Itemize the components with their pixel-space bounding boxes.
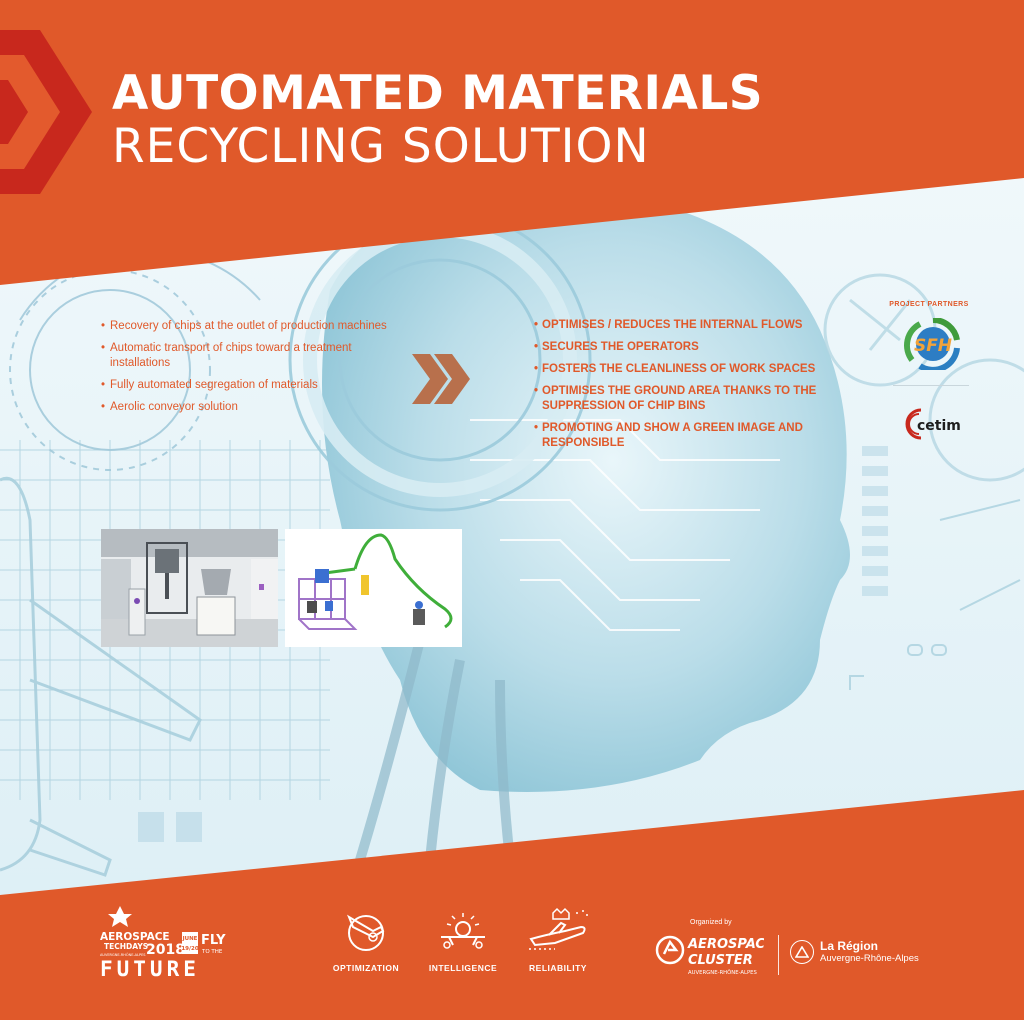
list-item: Recovery of chips at the outlet of produ… [101, 319, 391, 334]
cluster-line-1: AEROSPACE [687, 937, 764, 952]
sfh-logo: SFH [904, 318, 960, 370]
pillar-label: RELIABILITY [529, 963, 587, 973]
list-item: Automatic transport of chips toward a tr… [101, 341, 391, 371]
list-item: PROMOTING AND SHOW A GREEN IMAGE AND RES… [534, 421, 834, 451]
benefits-list: OPTIMISES / REDUCES THE INTERNAL FLOWS S… [534, 318, 834, 458]
plane-globe-icon [346, 914, 385, 951]
organized-by-label: Organized by [690, 919, 732, 926]
list-item: OPTIMISES THE GROUND AREA THANKS TO THE … [534, 384, 834, 414]
pillar-reliability: RELIABILITY [508, 905, 608, 973]
event-fly: FLY [201, 933, 226, 948]
sfh-text: SFH [914, 336, 952, 356]
list-item: FOSTERS THE CLEANLINESS OF WORK SPACES [534, 362, 834, 377]
brand-top: AEROSPACE [100, 931, 170, 943]
brand-tagline: AUVERGNE-RHÔNE-ALPES [100, 952, 146, 957]
cetim-logo: cetim [905, 408, 961, 440]
list-item: Fully automated segregation of materials [101, 378, 391, 393]
title-line-2: RECYCLING SOLUTION [112, 119, 650, 174]
double-chevron-icon [412, 354, 470, 404]
title-line-1: AUTOMATED MATERIALS [112, 66, 764, 121]
list-item: SECURES THE OPERATORS [534, 340, 834, 355]
plane-crown-icon [529, 907, 588, 950]
aerospace-cluster-logo: AEROSPACE CLUSTER AUVERGNE-RHÔNE-ALPES [655, 935, 764, 976]
event-month: JUNE [182, 936, 198, 942]
features-list: Recovery of chips at the outlet of produ… [101, 319, 391, 422]
pillar-optimization: OPTIMIZATION [316, 905, 416, 973]
aerospace-techdays-logo: AEROSPACE TECHDAYS AUVERGNE-RHÔNE-ALPES … [100, 906, 226, 980]
page-title: AUTOMATED MATERIALS RECYCLING SOLUTION [112, 70, 763, 170]
list-item: OPTIMISES / REDUCES THE INTERNAL FLOWS [534, 318, 834, 333]
brand-sub: TECHDAYS [104, 942, 148, 951]
region-sub: Auvergne-Rhône-Alpes [820, 953, 919, 964]
region-name: La Région [820, 939, 879, 953]
cetim-text: cetim [917, 418, 961, 434]
organizer-divider [778, 935, 779, 975]
installation-photo [101, 529, 278, 647]
la-region-logo: La Région Auvergne-Rhône-Alpes [790, 940, 919, 964]
event-to-the: TO THE [201, 949, 223, 955]
event-dates: 19/20 [181, 946, 198, 952]
pillar-intelligence: INTELLIGENCE [413, 905, 513, 973]
drone-icon [441, 913, 485, 949]
partners-heading: PROJECT PARTNERS [889, 301, 969, 308]
installation-illustration [101, 529, 278, 647]
pillar-label: INTELLIGENCE [428, 963, 498, 973]
cluster-line-2: CLUSTER [688, 953, 753, 968]
cluster-line-3: AUVERGNE-RHÔNE-ALPES [688, 969, 758, 976]
partners-divider [893, 385, 969, 386]
event-year: 2018 [146, 942, 185, 958]
render-illustration [285, 529, 462, 647]
region-triangle-icon [790, 940, 814, 964]
system-3d-render [285, 529, 462, 647]
pillar-label: OPTIMIZATION [332, 963, 400, 973]
list-item: Aerolic conveyor solution [101, 400, 391, 415]
event-future: FUTURE [100, 957, 200, 980]
